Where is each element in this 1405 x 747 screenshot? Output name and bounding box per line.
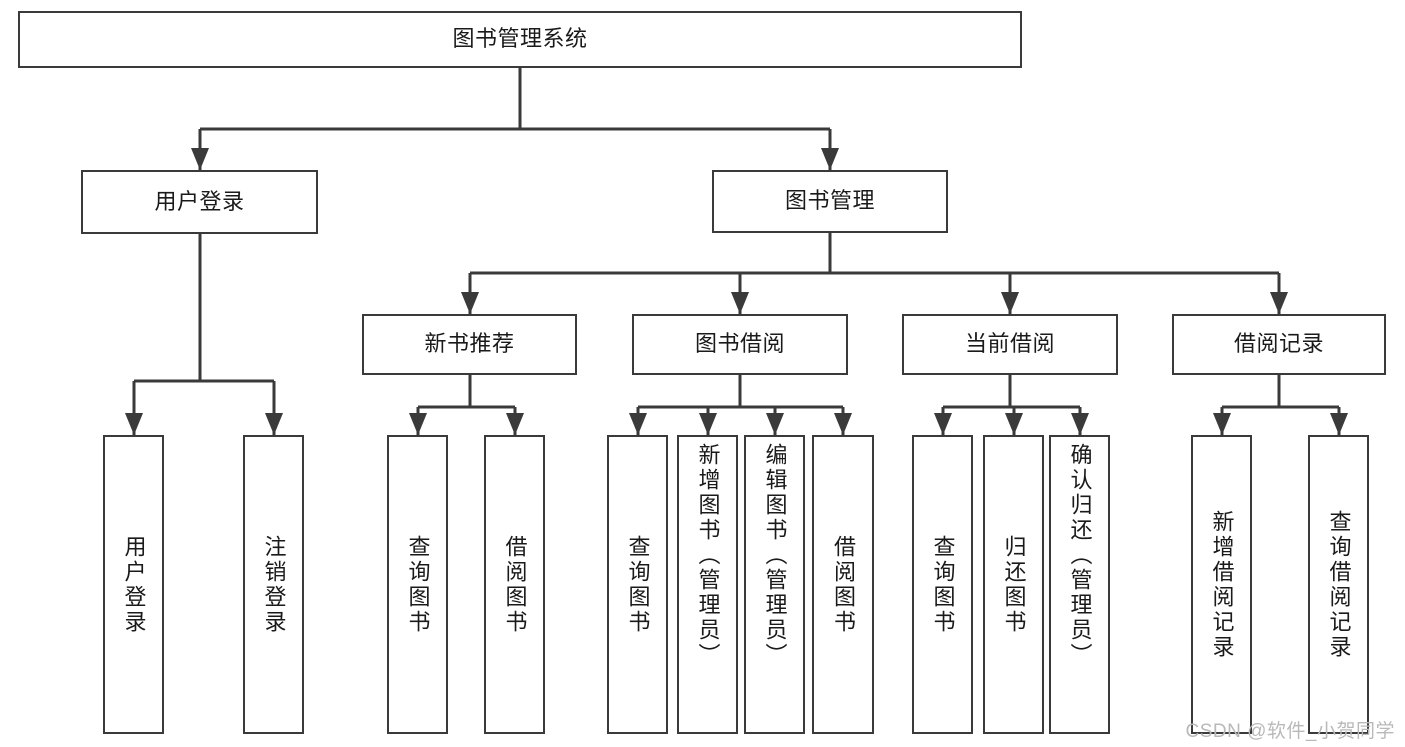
arrow-head xyxy=(1005,413,1023,435)
node-label: 用户登录 xyxy=(121,534,147,635)
node-book-manage[interactable]: 图书管理 xyxy=(712,170,948,233)
node-label: 查询借阅记录 xyxy=(1326,509,1352,660)
node-leaf-confirm[interactable]: 确认归还（管理员） xyxy=(1049,435,1110,734)
node-label: 新增图书（管理员） xyxy=(695,443,721,668)
arrow-head xyxy=(409,413,427,435)
node-leaf-borrow-2[interactable]: 借阅图书 xyxy=(812,435,874,734)
node-leaf-user-login[interactable]: 用户登录 xyxy=(103,435,164,734)
node-label: 借阅图书 xyxy=(831,534,856,635)
node-label: 图书管理 xyxy=(784,188,875,214)
node-leaf-add-book[interactable]: 新增图书（管理员） xyxy=(677,435,738,734)
node-leaf-add-rec[interactable]: 新增借阅记录 xyxy=(1191,435,1252,734)
arrow-head xyxy=(699,413,717,435)
node-user-login[interactable]: 用户登录 xyxy=(81,170,318,234)
arrow-head xyxy=(461,292,479,314)
node-leaf-query-2[interactable]: 查询图书 xyxy=(607,435,668,734)
node-leaf-query-1[interactable]: 查询图书 xyxy=(387,435,448,734)
node-label: 查询图书 xyxy=(405,534,431,635)
node-label: 借阅记录 xyxy=(1233,331,1324,357)
node-label: 新增借阅记录 xyxy=(1209,509,1235,660)
node-leaf-edit-book[interactable]: 编辑图书（管理员） xyxy=(744,435,805,734)
node-leaf-query-rec[interactable]: 查询借阅记录 xyxy=(1308,435,1369,734)
node-label: 用户登录 xyxy=(154,188,245,214)
arrow-head xyxy=(191,148,209,170)
arrow-head xyxy=(506,413,524,435)
node-label: 当前借阅 xyxy=(964,331,1055,357)
arrow-head xyxy=(1330,413,1348,435)
node-label: 图书借阅 xyxy=(694,331,785,357)
arrow-head xyxy=(1071,413,1089,435)
node-label: 编辑图书（管理员） xyxy=(762,443,788,668)
node-label: 确认归还（管理员） xyxy=(1067,443,1093,668)
arrow-head xyxy=(766,413,784,435)
node-leaf-borrow-1[interactable]: 借阅图书 xyxy=(484,435,545,734)
arrow-head xyxy=(1213,413,1231,435)
arrow-head xyxy=(125,413,143,435)
watermark: CSDN @软件_小贺同学 xyxy=(1185,721,1395,742)
arrow-head xyxy=(821,148,839,170)
node-label: 新书推荐 xyxy=(424,331,515,357)
node-label: 注销登录 xyxy=(261,534,287,635)
arrow-head xyxy=(834,413,852,435)
node-current-borrow[interactable]: 当前借阅 xyxy=(902,314,1118,375)
node-leaf-query-3[interactable]: 查询图书 xyxy=(912,435,973,734)
node-borrow-record[interactable]: 借阅记录 xyxy=(1172,314,1386,375)
node-leaf-logout[interactable]: 注销登录 xyxy=(243,435,304,734)
node-label: 图书管理系统 xyxy=(452,26,588,52)
arrow-head xyxy=(731,292,749,314)
arrow-head xyxy=(265,413,283,435)
arrow-head xyxy=(934,413,952,435)
arrow-head xyxy=(1270,292,1288,314)
node-leaf-return[interactable]: 归还图书 xyxy=(983,435,1044,734)
arrow-head xyxy=(1001,292,1019,314)
node-label: 查询图书 xyxy=(625,534,651,635)
node-label: 借阅图书 xyxy=(502,534,528,635)
node-book-borrow[interactable]: 图书借阅 xyxy=(632,314,848,375)
arrow-head xyxy=(629,413,647,435)
node-label: 查询图书 xyxy=(930,534,956,635)
node-root[interactable]: 图书管理系统 xyxy=(18,11,1022,68)
node-label: 归还图书 xyxy=(1001,534,1027,635)
node-new-book-rec[interactable]: 新书推荐 xyxy=(362,314,577,375)
